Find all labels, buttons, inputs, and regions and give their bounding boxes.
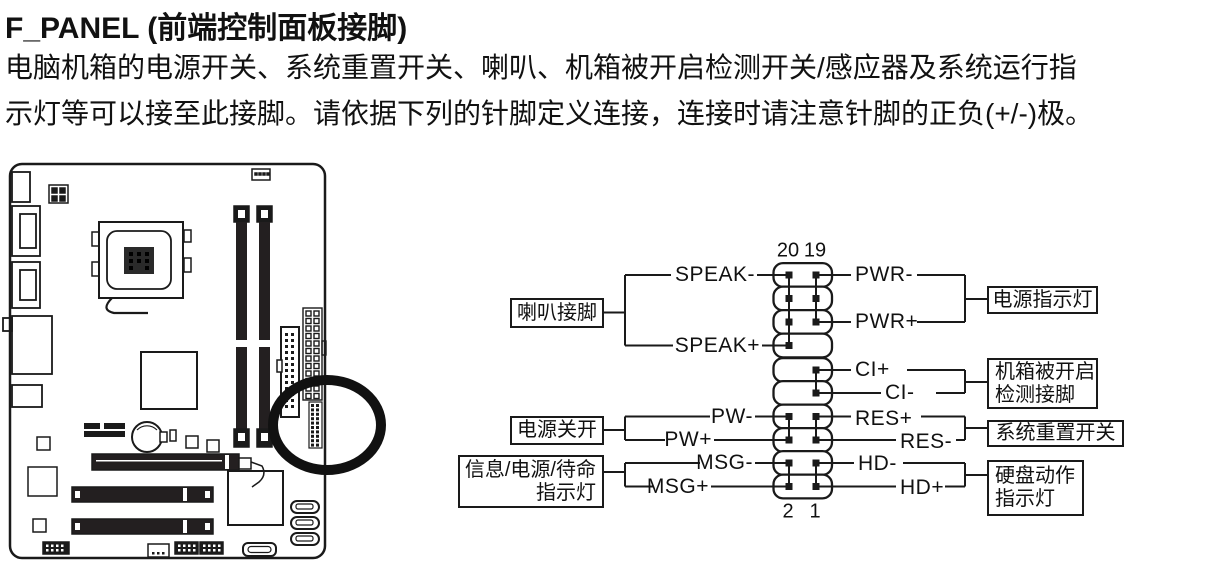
intro-text: 电脑机箱的电源开关、系统重置开关、喇叭、机箱被开启检测开关/感应器及系统运行指 … bbox=[5, 45, 1215, 137]
pin-label-pwr-plus: PWR+ bbox=[855, 310, 919, 333]
callout-reset-switch: 系统重置开关 bbox=[987, 420, 1124, 447]
page-title: F_PANEL (前端控制面板接脚) bbox=[5, 12, 408, 45]
pcie-latch bbox=[250, 461, 265, 488]
pin-label-pw-minus: PW- bbox=[711, 405, 753, 428]
callout-power-led-label: 电源指示灯 bbox=[992, 288, 1093, 311]
atx12v-connector bbox=[48, 184, 69, 204]
dimm-slot-1 bbox=[233, 205, 250, 448]
intro-line-2: 示灯等可以接至此接脚。请依据下列的针脚定义连接，连接时请注意针脚的正负(+/-)… bbox=[5, 98, 1094, 129]
callout-hdd-led-line1: 硬盘动作 bbox=[995, 465, 1075, 487]
pin-label-hd-minus: HD- bbox=[858, 452, 897, 475]
callout-speaker-label: 喇叭接脚 bbox=[517, 301, 597, 324]
socket-lever bbox=[105, 297, 148, 315]
pin-label-msg-minus: MSG- bbox=[696, 451, 753, 474]
pin-number-19: 19 bbox=[803, 239, 827, 262]
pin-label-ci-minus: CI- bbox=[885, 381, 915, 404]
fpanel-highlight-circle bbox=[268, 375, 386, 475]
pin-label-hd-plus: HD+ bbox=[900, 476, 945, 499]
callout-hdd-led: 硬盘动作 指示灯 bbox=[987, 460, 1084, 516]
callout-hdd-led-line2: 指示灯 bbox=[995, 488, 1055, 510]
pcie-x1-slot bbox=[84, 423, 125, 437]
intro-line-1: 电脑机箱的电源开关、系统重置开关、喇叭、机箱被开启检测开关/感应器及系统运行指 bbox=[5, 52, 1077, 83]
southbridge-chip bbox=[227, 470, 284, 526]
pin-label-ci-plus: CI+ bbox=[855, 358, 890, 381]
callout-msg-led-line2: 指示灯 bbox=[536, 481, 596, 504]
pin-label-speak-plus: SPEAK+ bbox=[674, 334, 760, 357]
connection-lines bbox=[604, 274, 987, 488]
motherboard-diagram bbox=[2, 162, 386, 560]
callout-speaker: 喇叭接脚 bbox=[510, 298, 604, 328]
pin-number-1: 1 bbox=[809, 500, 821, 523]
callout-chassis-line1: 机箱被开启 bbox=[995, 360, 1095, 383]
callout-chassis-line2: 检测接脚 bbox=[995, 383, 1075, 406]
fpanel-header-on-board bbox=[308, 401, 323, 449]
pci-slots bbox=[71, 486, 214, 535]
callout-msg-led: 信息/电源/待命 指示灯 bbox=[458, 455, 604, 508]
small-chips bbox=[27, 435, 220, 533]
callout-power-led: 电源指示灯 bbox=[987, 286, 1098, 314]
rear-io-ports bbox=[2, 171, 53, 408]
pin-diagram bbox=[604, 261, 987, 500]
pin-number-20: 20 bbox=[776, 239, 800, 262]
pcie-x16-slot bbox=[91, 453, 265, 488]
fan-header bbox=[251, 168, 271, 181]
pin-label-speak-minus: SPEAK- bbox=[674, 263, 755, 286]
pin-label-msg-plus: MSG+ bbox=[646, 475, 709, 498]
header-pins bbox=[785, 271, 820, 490]
cpu-socket bbox=[91, 221, 192, 315]
dimm-slots bbox=[233, 205, 273, 448]
dimm-slot-2 bbox=[256, 205, 273, 448]
pin-number-2: 2 bbox=[782, 500, 794, 523]
bottom-headers bbox=[42, 541, 277, 558]
pin-label-pw-plus: PW+ bbox=[664, 428, 712, 451]
battery bbox=[131, 421, 177, 453]
sata-connectors bbox=[290, 500, 320, 546]
pin-label-res-minus: RES- bbox=[900, 430, 953, 453]
callout-power-switch: 电源关开 bbox=[510, 416, 604, 445]
callout-power-switch-label: 电源关开 bbox=[517, 419, 597, 441]
callout-reset-switch-label: 系统重置开关 bbox=[995, 422, 1116, 444]
callout-chassis-intrusion: 机箱被开启 检测接脚 bbox=[987, 358, 1098, 409]
pin-label-res-plus: RES+ bbox=[855, 407, 913, 430]
callout-msg-led-line1: 信息/电源/待命 bbox=[464, 458, 596, 481]
pin-label-pwr-minus: PWR- bbox=[855, 263, 913, 286]
northbridge-chip bbox=[140, 351, 198, 410]
